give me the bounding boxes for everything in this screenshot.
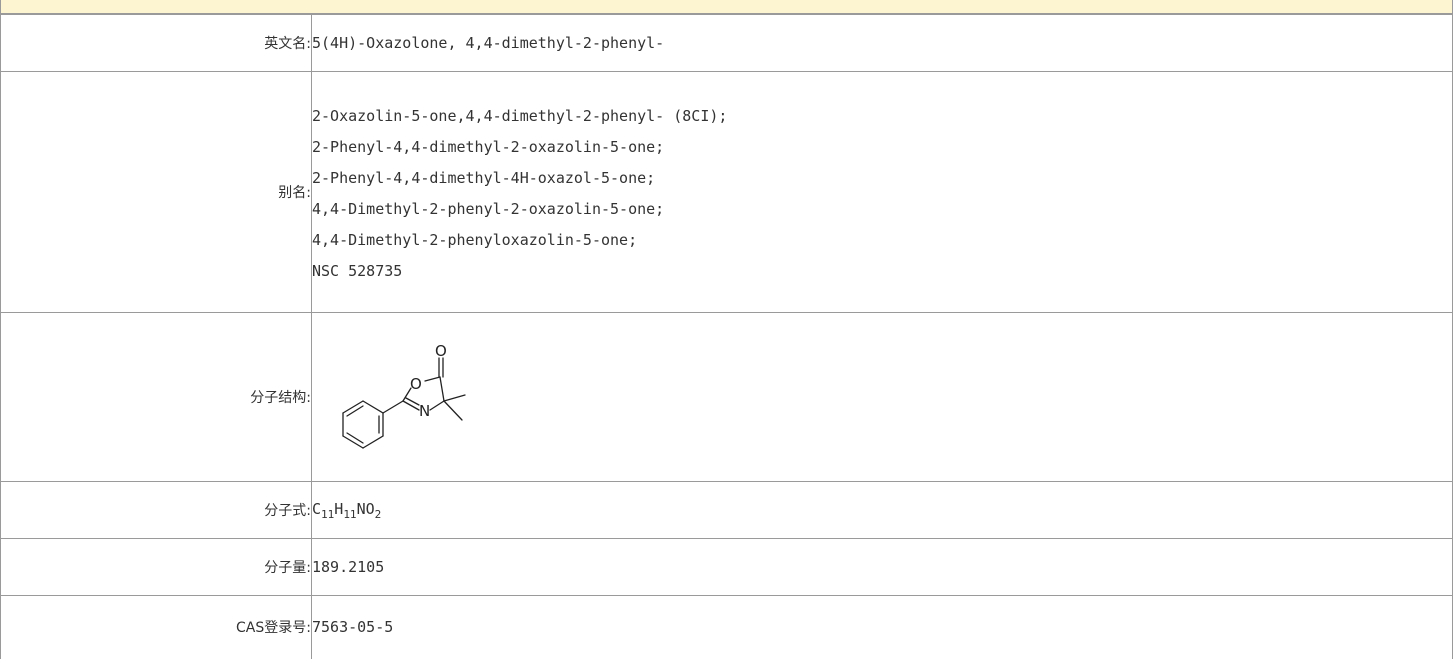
- structure-value: O O N: [311, 312, 1453, 482]
- synonym-item: 2-Oxazolin-5-one,4,4-dimethyl-2-phenyl- …: [312, 107, 728, 125]
- formula-o-count: 2: [374, 507, 382, 521]
- synonym-item: 4,4-Dimethyl-2-phenyloxazolin-5-one;: [312, 231, 638, 249]
- molecular-weight-label: 分子量:: [0, 538, 312, 596]
- atom-label-nitrogen: N: [419, 402, 430, 420]
- english-name-value: 5(4H)-Oxazolone, 4,4-dimethyl-2-phenyl-: [311, 14, 1453, 72]
- structure-label: 分子结构:: [0, 312, 312, 482]
- row-synonyms: 别名: 2-Oxazolin-5-one,4,4-dimethyl-2-phen…: [0, 71, 1453, 313]
- english-name-label: 英文名:: [0, 14, 312, 72]
- row-molecular-weight: 分子量: 189.2105: [0, 538, 1453, 596]
- formula-c-count: 11: [321, 507, 335, 521]
- atom-label-oxygen-carbonyl: O: [435, 342, 447, 360]
- formula-c: C: [312, 499, 322, 518]
- header-band: [0, 0, 1453, 14]
- synonym-item: 2-Phenyl-4,4-dimethyl-2-oxazolin-5-one;: [312, 138, 665, 156]
- synonyms-label: 别名:: [0, 71, 312, 313]
- formula-value: C11H11NO2: [311, 481, 1453, 539]
- cas-value: 7563-05-5: [311, 595, 1453, 659]
- atom-label-oxygen: O: [410, 375, 422, 393]
- synonyms-value: 2-Oxazolin-5-one,4,4-dimethyl-2-phenyl- …: [311, 71, 1453, 313]
- synonym-item: NSC 528735: [312, 262, 403, 280]
- row-structure: 分子结构:: [0, 312, 1453, 482]
- formula-no: NO: [356, 499, 375, 518]
- formula-h-count: 11: [343, 507, 357, 521]
- formula-label: 分子式:: [0, 481, 312, 539]
- synonym-item: 2-Phenyl-4,4-dimethyl-4H-oxazol-5-one;: [312, 169, 656, 187]
- molecular-weight-value: 189.2105: [311, 538, 1453, 596]
- synonym-item: 4,4-Dimethyl-2-phenyl-2-oxazolin-5-one;: [312, 200, 665, 218]
- molecule-structure-image: O O N: [342, 342, 466, 449]
- formula-h: H: [334, 499, 344, 518]
- row-cas: CAS登录号: 7563-05-5: [0, 595, 1453, 659]
- cas-label: CAS登录号:: [0, 595, 312, 659]
- row-english-name: 英文名: 5(4H)-Oxazolone, 4,4-dimethyl-2-phe…: [0, 14, 1453, 72]
- row-formula: 分子式: C11H11NO2: [0, 481, 1453, 539]
- properties-table: 英文名: 5(4H)-Oxazolone, 4,4-dimethyl-2-phe…: [0, 14, 1453, 659]
